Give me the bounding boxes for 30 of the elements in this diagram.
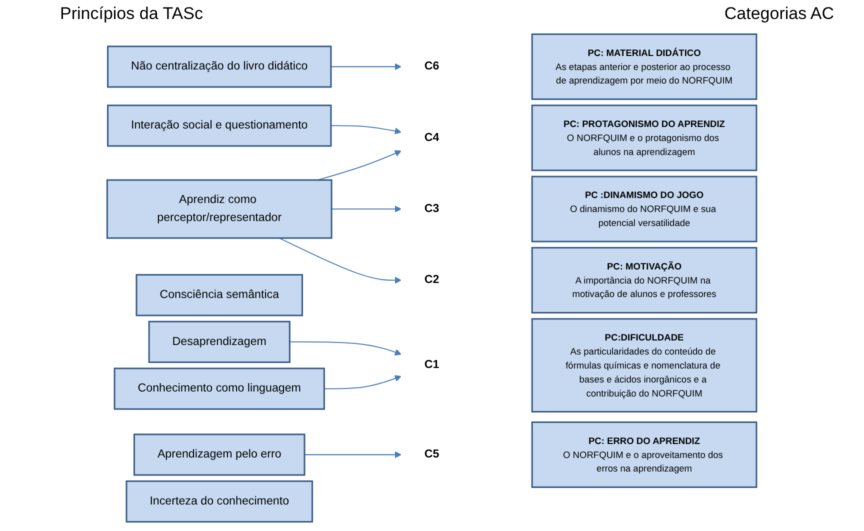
node-box: PC: MATERIAL DIDÁTICO As etapas anterior e posterior ao processo de aprendizagem por meio do NORFQUIM — [531, 33, 758, 100]
arrow — [324, 375, 402, 390]
node-text: C5 — [424, 448, 440, 461]
arrow — [304, 451, 402, 458]
column-heading: Categorias AC — [724, 4, 834, 25]
node-text: C6 — [424, 60, 440, 73]
node-box: Desaprendizagem — [148, 320, 291, 363]
node-box: Incerteza do conhecimento — [126, 480, 314, 523]
node-box: PC :DINAMISMO DO JOGO O dinamismo do NORFQUIM e sua potencial versatilidade — [531, 176, 758, 242]
node-box: Interação social e questionamento — [107, 104, 332, 147]
node-text: C2 — [424, 273, 440, 286]
node-box: Aprendiz como perceptor/representador — [106, 179, 332, 239]
node-box: Conhecimento como linguagem — [114, 368, 326, 410]
node-box: PC: MOTIVAÇÃO A importância do NORFQUIM na motivação de alunos e professores — [531, 246, 758, 314]
node-box: Não centralização do livro didático — [107, 46, 332, 88]
node-text: C4 — [424, 130, 440, 144]
node-box: Consciência semântica — [136, 274, 304, 316]
node-text: C1 — [424, 358, 440, 372]
arrow — [331, 125, 402, 134]
arrow — [318, 150, 402, 181]
node-box: PC: PROTAGONISMO DO APRENDIZ O NORFQUIM e o protagonismo dos alunos na aprendizagem — [531, 104, 758, 172]
arrow — [290, 341, 402, 356]
node-box: PC: ERRO DO APRENDIZ O NORFQUIM e o aproveitamento dos erros na aprendizagem — [531, 421, 758, 488]
node-text: C3 — [424, 202, 440, 216]
arrow — [331, 63, 402, 70]
node-box: Aprendizagem pelo erro — [134, 434, 306, 476]
arrow — [279, 238, 402, 284]
arrow — [332, 206, 402, 212]
node-box: PC:DIFICULDADE As particularidades do conteúdo de fórmulas químicas e nomenclatura de bases e ácidos inorgânicos e a contribuição do NORFQUIM — [531, 318, 758, 413]
column-heading: Princípios da TASc — [60, 4, 203, 25]
